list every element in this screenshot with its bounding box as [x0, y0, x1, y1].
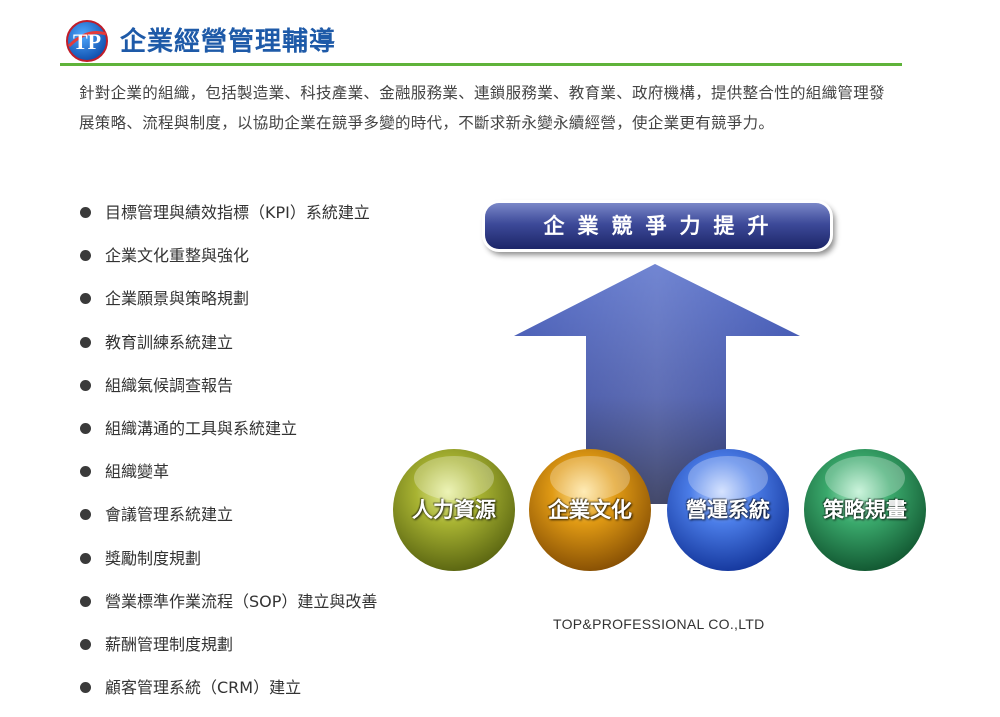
sphere-strategy-planning: 策略規畫: [803, 448, 927, 572]
sphere-graphic: [667, 449, 789, 571]
service-label: 營業標準作業流程（SOP）建立與改善: [105, 591, 378, 611]
sphere-operation-system: 營運系統: [666, 448, 790, 572]
sphere-graphic: [393, 449, 515, 571]
service-label: 教育訓練系統建立: [105, 332, 234, 352]
bullet-icon: [80, 595, 91, 607]
service-item-crm: 顧客管理系統（CRM）建立: [80, 673, 377, 716]
sphere-label: 策略規畫: [823, 498, 907, 522]
service-item-reward: 獎勵制度規劃: [80, 544, 377, 587]
service-item-kpi: 目標管理與績效指標（KPI）系統建立: [80, 198, 377, 241]
bullet-icon: [80, 466, 91, 478]
service-item-communication: 組織溝通的工具與系統建立: [80, 414, 377, 457]
service-item-meeting: 會議管理系統建立: [80, 500, 377, 543]
service-list: 目標管理與績效指標（KPI）系統建立 企業文化重整與強化 企業願景與策略規劃 教…: [80, 198, 377, 716]
service-item-sop: 營業標準作業流程（SOP）建立與改善: [80, 587, 377, 630]
sphere-corporate-culture: 企業文化: [528, 448, 652, 572]
service-item-climate: 組織氣候調查報告: [80, 371, 377, 414]
service-item-training: 教育訓練系統建立: [80, 328, 377, 371]
bullet-icon: [80, 250, 91, 262]
service-label: 企業願景與策略規劃: [105, 289, 250, 309]
bullet-icon: [80, 509, 91, 521]
service-item-salary: 薪酬管理制度規劃: [80, 630, 377, 673]
service-label: 企業文化重整與強化: [105, 246, 250, 266]
title-divider: [60, 63, 902, 66]
sphere-graphic: [529, 449, 651, 571]
sphere-graphic: [804, 449, 926, 571]
intro-paragraph: 針對企業的組織，包括製造業、科技產業、金融服務業、連鎖服務業、教育業、政府機構，…: [79, 84, 885, 132]
service-label: 顧客管理系統（CRM）建立: [105, 678, 302, 698]
service-label: 目標管理與績效指標（KPI）系統建立: [105, 203, 370, 222]
sphere-label: 人力資源: [412, 498, 496, 522]
service-label: 組織氣候調查報告: [105, 375, 234, 395]
company-name: TOP&PROFESSIONAL CO.,LTD: [553, 616, 765, 632]
bullet-icon: [80, 552, 91, 564]
page-header: TP 企業經營管理輔導: [60, 12, 902, 64]
bullet-icon: [80, 293, 91, 305]
service-label: 組織變革: [105, 462, 170, 482]
bullet-icon: [80, 336, 91, 348]
up-arrow-icon: [514, 264, 800, 504]
bullet-icon: [80, 379, 91, 391]
sphere-label: 企業文化: [548, 498, 632, 522]
tp-logo-icon: TP: [66, 20, 108, 62]
service-item-change: 組織變革: [80, 457, 377, 500]
svg-text:TP: TP: [73, 29, 101, 54]
sphere-label: 營運系統: [686, 498, 770, 522]
bullet-icon: [80, 638, 91, 650]
service-label: 薪酬管理制度規劃: [105, 634, 234, 654]
service-item-culture: 企業文化重整與強化: [80, 241, 377, 284]
service-item-vision: 企業願景與策略規劃: [80, 284, 377, 327]
service-label: 獎勵制度規劃: [105, 548, 202, 568]
competitiveness-banner: 企業競爭力提升: [485, 203, 830, 249]
bullet-icon: [80, 422, 91, 434]
bullet-icon: [80, 207, 91, 218]
sphere-human-resources: 人力資源: [392, 448, 516, 572]
page-title: 企業經營管理輔導: [120, 27, 337, 57]
service-label: 組織溝通的工具與系統建立: [105, 418, 298, 438]
service-label: 會議管理系統建立: [105, 505, 234, 525]
bullet-icon: [80, 682, 91, 694]
